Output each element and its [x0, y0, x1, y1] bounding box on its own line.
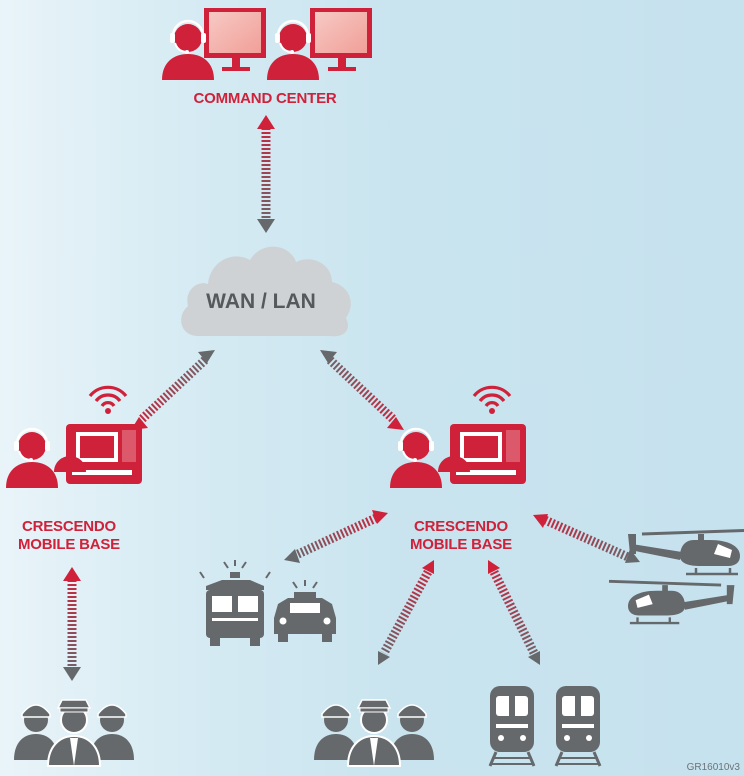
train-left-icon — [488, 684, 536, 768]
train-right-icon — [554, 684, 602, 768]
mobile-base-right-icon — [390, 387, 526, 488]
mobile-base-right-label-line1: CRESCENDO — [414, 518, 509, 535]
network-label: WAN / LAN — [206, 290, 316, 313]
mobile-base-left-label-line1: CRESCENDO — [22, 518, 117, 535]
mobile-base-left-icon — [6, 387, 142, 488]
figure-code: GR16010v3 — [687, 762, 741, 773]
first-responders-left-icon — [13, 699, 135, 767]
helicopter-bottom-icon — [607, 579, 736, 625]
link-left-base-to-crew — [63, 567, 81, 681]
first-responders-right-icon — [313, 699, 435, 767]
fire-truck-icon — [199, 560, 271, 646]
link-network-to-left-base — [131, 350, 215, 430]
link-network-to-right-base — [320, 350, 404, 430]
cloud-icon — [181, 246, 351, 337]
link-command-to-network — [257, 115, 275, 233]
mobile-base-right-label-line2: MOBILE BASE — [410, 536, 512, 553]
helicopter-top-icon — [626, 528, 744, 576]
link-right-base-to-aircraft — [533, 514, 640, 563]
mobile-base-left-label-line2: MOBILE BASE — [18, 536, 120, 553]
police-car-icon — [274, 580, 336, 642]
link-right-base-to-vehicles — [284, 510, 388, 563]
link-right-base-to-responders — [378, 560, 434, 665]
command-center-icon — [160, 8, 372, 82]
link-right-base-to-trains — [488, 560, 540, 665]
command-center-label: COMMAND CENTER — [193, 90, 336, 107]
